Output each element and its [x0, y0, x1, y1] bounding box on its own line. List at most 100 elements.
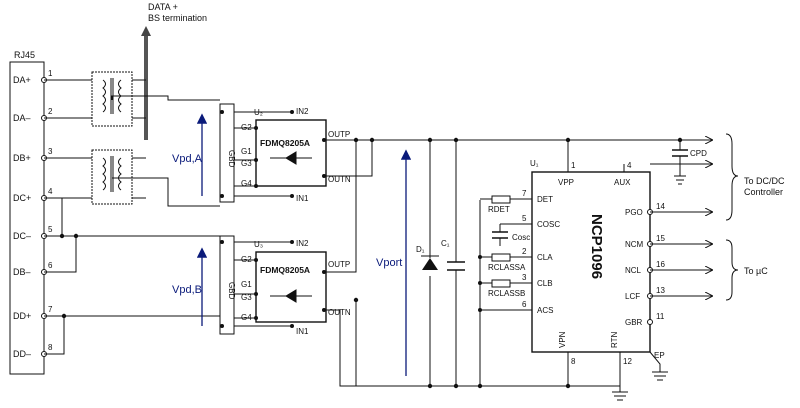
u1-left-pin-name: CLA — [537, 253, 553, 262]
u1-ep: EP — [654, 351, 665, 360]
rj45-body — [9, 61, 45, 375]
rclassb-resistor-icon — [491, 279, 511, 288]
rj45-pin-label: DD+ — [13, 311, 31, 321]
bs-termination-arrow-icon — [141, 26, 151, 36]
u3-body — [255, 251, 327, 323]
u1-bottom-pin-number: 8 — [571, 357, 576, 366]
rclassa-label: RCLASSA — [488, 263, 526, 272]
u1-right-pin-name: GBR — [625, 318, 643, 327]
uc-brace — [725, 239, 739, 301]
dcdc-brace — [725, 133, 739, 221]
rj45-pin-label: DB– — [13, 267, 31, 277]
rj45-pin-number: 6 — [48, 261, 53, 270]
u1-right-pin-name: NCL — [625, 266, 642, 275]
cpd-label: CPD — [690, 149, 707, 158]
u1-right-pin-number: 13 — [656, 286, 665, 295]
rj45-pin-number: 4 — [48, 187, 53, 196]
d1-label: D₁ — [416, 245, 425, 254]
u3-in1: IN1 — [296, 327, 309, 336]
top-note-line2: BS termination — [148, 13, 207, 23]
uc-label: To µC — [744, 266, 768, 276]
u3-gbd: GBD — [227, 282, 236, 300]
rj45-connector: RJ45 DA+1DA–2DB+3DC+4DC–5DB–6DD+7DD–8 — [9, 50, 53, 375]
u1-top-pin-name: AUX — [614, 178, 631, 187]
u2-outn: OUTN — [328, 175, 351, 184]
u1-body — [531, 171, 651, 353]
bridge-u2: U₂ GBD FDMQ8205A G2 G1 G3 G4 IN2 IN1 OUT… — [219, 103, 351, 203]
u1-left-pin-name: CLB — [537, 279, 553, 288]
u1-right-pin-number: 15 — [656, 234, 665, 243]
voltage-labels: Vpd,A Vpd,B Vport — [172, 113, 412, 376]
u3-ref: U₃ — [254, 240, 263, 249]
rj45-pin-label: DC+ — [13, 193, 31, 203]
u1-right-pin-terminal — [647, 319, 653, 325]
cpd-capacitor-icon — [672, 149, 688, 157]
u2-in2: IN2 — [296, 107, 309, 116]
rj45-pin-number: 8 — [48, 343, 53, 352]
cosc-label: Cosc — [512, 233, 530, 242]
u1-right-pin-number: 14 — [656, 202, 665, 211]
u2-body — [255, 119, 327, 187]
u1-right-pin-name: PGO — [625, 208, 643, 217]
vpda-label: Vpd,A — [172, 153, 203, 165]
vpdb-label: Vpd,B — [172, 284, 202, 296]
u2-g4: G4 — [241, 179, 252, 188]
u2-outp: OUTP — [328, 130, 350, 139]
rclassa-resistor-icon — [491, 253, 511, 262]
bridge-u3: U₃ GBD FDMQ8205A G2 G1 G3 G4 IN2 IN1 OUT… — [219, 235, 351, 336]
u3-diode-icon — [285, 289, 297, 303]
c1-capacitor-icon — [447, 261, 465, 271]
rj45-pin-number: 1 — [48, 69, 53, 78]
rj45-pin-number: 3 — [48, 147, 53, 156]
u1-left-pin-number: 2 — [522, 247, 527, 256]
rj45-pin-number: 5 — [48, 225, 53, 234]
rdet-label: RDET — [488, 205, 510, 214]
rdet-resistor-icon — [491, 195, 511, 204]
u1-left-pin-number: 6 — [522, 300, 527, 309]
u1-right-pin-number: 11 — [656, 312, 665, 321]
rtn-ground-icon — [612, 391, 628, 401]
c1-label: C₁ — [441, 239, 450, 248]
u1-right-pin-name: LCF — [625, 292, 640, 301]
u1-left-pin-name: DET — [537, 195, 553, 204]
rj45-wiring — [44, 79, 220, 355]
dcdc-label-1: To DC/DC — [744, 176, 785, 186]
u3-outn: OUTN — [328, 308, 351, 317]
rj45-title: RJ45 — [14, 50, 35, 60]
u2-diode-icon — [285, 151, 297, 165]
u1-bottom-pin-number: 12 — [623, 357, 632, 366]
top-note-line1: DATA + — [148, 2, 178, 12]
u1-left-pin-number: 3 — [522, 273, 527, 282]
u2-gbd: GBD — [227, 150, 236, 168]
u2-g3: G3 — [241, 159, 252, 168]
u1-right-pin-name: NCM — [625, 240, 644, 249]
u1-top-pin-name: VPP — [558, 178, 574, 187]
cpd-ground-icon — [674, 175, 686, 185]
transformer-a — [91, 71, 133, 127]
dcdc-label-2: Controller — [744, 187, 783, 197]
u2-g1: G1 — [241, 147, 252, 156]
u1-right-pin-number: 16 — [656, 260, 665, 269]
u3-g1: G1 — [241, 280, 252, 289]
u2-in1: IN1 — [296, 194, 309, 203]
u1-left-pin-name: ACS — [537, 306, 553, 315]
u1-left-pin-number: 7 — [522, 189, 527, 198]
controller-u1: U₁ NCP1096 DET7COSC5CLA2CLB3ACS6VPP1AUX4… — [477, 137, 712, 401]
vport-label: Vport — [376, 257, 402, 269]
u1-part: NCP1096 — [588, 214, 605, 279]
u2-gate-block — [219, 103, 235, 203]
u3-outp: OUTP — [328, 260, 350, 269]
transformer-b — [91, 149, 133, 205]
top-annotation: DATA + BS termination — [141, 2, 207, 140]
u3-part: FDMQ8205A — [260, 265, 310, 275]
u3-g3: G3 — [241, 293, 252, 302]
u2-part: FDMQ8205A — [260, 138, 310, 148]
d1-zener-icon — [422, 258, 438, 270]
rj45-pin-label: DA– — [13, 113, 31, 123]
rj45-pin-number: 2 — [48, 107, 53, 116]
u1-top-pin-number: 1 — [571, 161, 576, 170]
u1-left-pin-number: 5 — [522, 214, 527, 223]
u1-left-pin-name: COSC — [537, 220, 560, 229]
u1-bottom-pin-name: RTN — [610, 331, 619, 348]
